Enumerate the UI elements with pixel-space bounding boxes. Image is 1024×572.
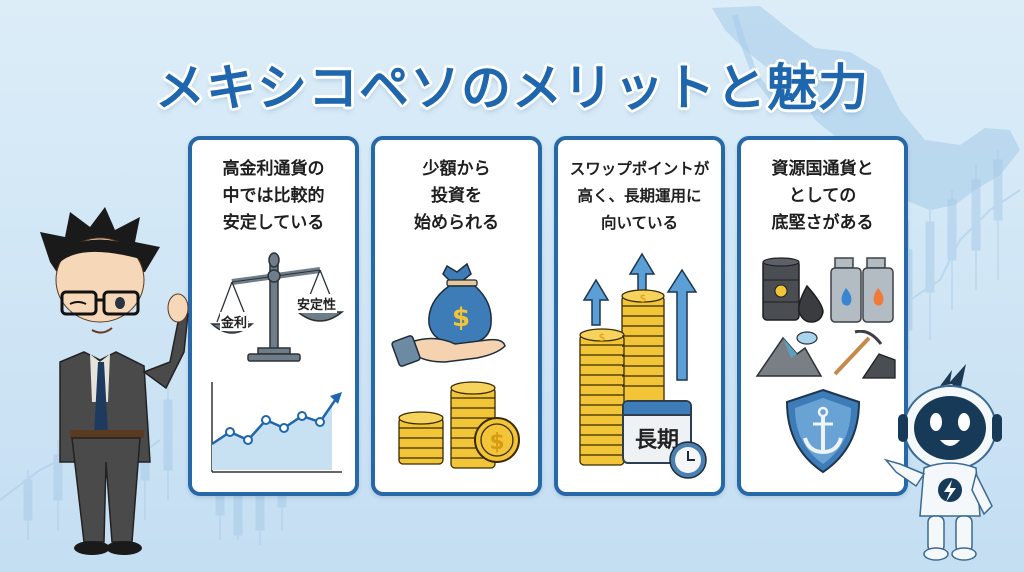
- card-title: 高金利通貨の 中では比較的 安定している: [222, 159, 325, 233]
- card-art: 金利 安定性: [192, 250, 355, 490]
- card-title: 少額から 投資を 始められる: [414, 159, 499, 233]
- scale-right-label: 安定性: [296, 294, 338, 313]
- card-stability: 高金利通貨の 中では比較的 安定している 金利 安定性: [188, 136, 359, 496]
- card-resource-currency: 資源国通貨と としての 底堅さがある: [737, 136, 908, 496]
- svg-text:$: $: [599, 331, 606, 344]
- gas-cylinder-icon: [830, 257, 894, 323]
- money-bag-hand-icon: $: [391, 262, 506, 367]
- anchor-shield-icon: [785, 388, 861, 474]
- scale-left-label: 金利: [220, 312, 249, 331]
- line-chart-icon: [211, 382, 342, 473]
- mountain-icon: [755, 331, 823, 377]
- pickaxe-icon: [833, 330, 896, 379]
- robot-mascot: [883, 364, 1002, 561]
- merit-cards: 高金利通貨の 中では比較的 安定している 金利 安定性: [188, 136, 908, 496]
- card-small-investment: 少額から 投資を 始められる $: [371, 136, 542, 496]
- card-art: [741, 250, 904, 490]
- up-arrows-icon: [582, 252, 698, 381]
- card-art: $ $: [375, 250, 538, 490]
- svg-text:$: $: [489, 430, 504, 455]
- card-swap-points: スワップポイントが 高く、長期運用に 向いている: [554, 136, 725, 496]
- svg-text:$: $: [452, 303, 470, 333]
- card-art: $ $ 長期: [558, 250, 721, 490]
- businessman-mascot: [40, 207, 189, 555]
- calendar-icon: 長期: [622, 400, 692, 464]
- page-title: メキシコペソのメリットと魅力: [155, 59, 869, 117]
- card-title: スワップポイントが 高く、長期運用に 向いている: [569, 160, 710, 232]
- clock-icon: [669, 441, 707, 479]
- coin-stacks-icon: $: [398, 381, 520, 469]
- oil-barrel-icon: [762, 257, 824, 323]
- calendar-label: 長期: [634, 428, 679, 453]
- card-title: 資源国通貨と としての 底堅さがある: [771, 159, 874, 233]
- svg-text:$: $: [640, 292, 647, 305]
